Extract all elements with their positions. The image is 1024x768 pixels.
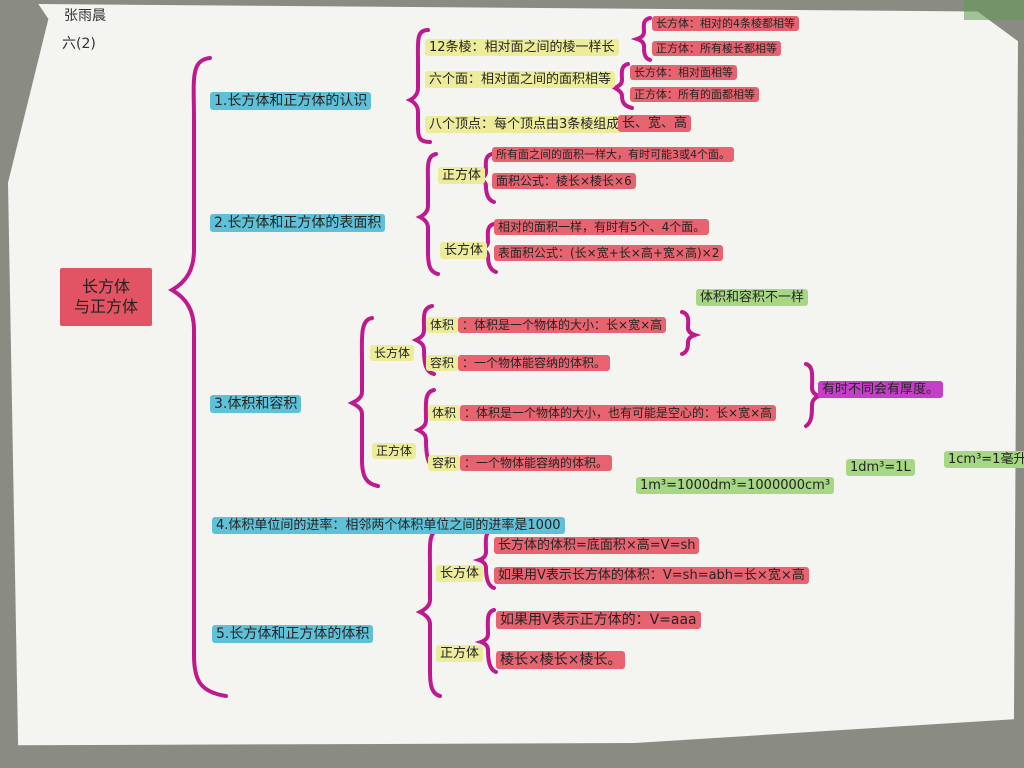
s1-face-cuboid: 长方体：相对面相等 <box>630 65 737 80</box>
s3-cube-vol: 体积：体积是一个物体的大小，也有可能是空心的：长×宽×高 <box>428 405 777 421</box>
root-node: 长方体 与正方体 <box>60 268 152 326</box>
s1-edge-cuboid: 长方体：相对的4条棱都相等 <box>652 16 799 31</box>
s2-cube-label: 正方体 <box>438 167 486 184</box>
s1-title: 1.长方体和正方体的认识 <box>210 92 372 110</box>
book-corner <box>964 0 1024 20</box>
s5-title: 5.长方体和正方体的体积 <box>212 625 374 643</box>
s5-cuboid-2: 如果用V表示长方体的体积：V=sh=abh=长×宽×高 <box>494 567 809 584</box>
s3-cube-label: 正方体 <box>372 443 417 459</box>
s3-vol-note: 体积和容积不一样 <box>696 289 809 306</box>
s1-face-cube: 正方体：所有的面都相等 <box>630 87 759 102</box>
s4-title: 4.体积单位间的进率：相邻两个体积单位之间的进率是1000 <box>212 517 565 534</box>
s5-cuboid-1: 长方体的体积=底面积×高=V=sh <box>494 537 700 554</box>
s3-cuboid-label: 长方体 <box>370 345 415 361</box>
root-line-2: 与正方体 <box>73 297 138 316</box>
s2-cube-1: 所有面之间的面积一样大，有时可能3或4个面。 <box>492 147 734 162</box>
s4-conv-3: 1cm³=1毫升 <box>944 451 1024 468</box>
s4-conv-2: 1dm³=1L <box>846 459 915 476</box>
s3-cap: 容积：一个物体能容纳的体积。 <box>426 355 611 371</box>
s5-cube-1: 如果用V表示正方体的：V=aaa <box>496 611 701 629</box>
s5-cube-2: 棱长×棱长×棱长。 <box>496 651 626 669</box>
s2-cube-2: 面积公式：棱长×棱长×6 <box>492 173 636 189</box>
s3-note: 有时不同会有厚度。 <box>818 381 944 398</box>
author-name: 张雨晨 <box>64 8 106 24</box>
s1-edge-cube: 正方体：所有棱长都相等 <box>652 41 781 56</box>
s2-cuboid-label: 长方体 <box>440 242 488 259</box>
s3-vol: 体积：体积是一个物体的大小：长×宽×高 <box>426 317 667 333</box>
author-class: 六(2) <box>62 36 96 52</box>
s3-title: 3.体积和容积 <box>210 395 302 413</box>
s1-vertex-note: 长、宽、高 <box>618 115 692 132</box>
s1-face: 六个面：相对面之间的面积相等 <box>425 71 616 88</box>
s2-cuboid-1: 相对的面积一样，有时有5个、4个面。 <box>494 219 710 235</box>
s1-edge: 12条棱：相对面之间的棱一样长 <box>425 39 619 56</box>
s2-title: 2.长方体和正方体的表面积 <box>210 214 386 232</box>
s4-conv-1: 1m³=1000dm³=1000000cm³ <box>636 477 835 494</box>
s5-cube-label: 正方体 <box>436 645 484 662</box>
s2-cuboid-2: 表面积公式：(长×宽+长×高+宽×高)×2 <box>494 245 724 261</box>
s3-cube-cap: 容积：一个物体能容纳的体积。 <box>428 455 613 471</box>
s1-vertex: 八个顶点：每个顶点由3条棱组成 <box>425 116 624 133</box>
root-line-1: 长方体 <box>81 277 130 296</box>
s5-cuboid-label: 长方体 <box>436 565 484 582</box>
